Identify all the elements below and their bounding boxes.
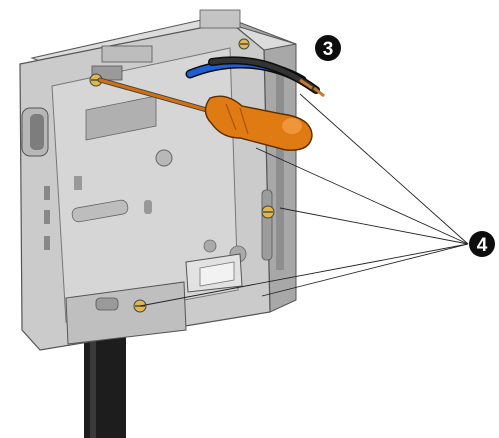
screwdriver-icon xyxy=(97,77,313,151)
wires xyxy=(185,56,325,98)
callout-label-4: 4 xyxy=(477,235,488,256)
wall-box-housing xyxy=(19,9,297,351)
terminal-screw-icon xyxy=(261,205,275,219)
callout-label-3: 3 xyxy=(323,39,334,60)
callout-leader-lines xyxy=(139,93,469,307)
callout-badge-3: 3 xyxy=(315,35,341,61)
callout-badge-4: 4 xyxy=(469,231,495,257)
terminal-screw-icon xyxy=(238,38,250,50)
